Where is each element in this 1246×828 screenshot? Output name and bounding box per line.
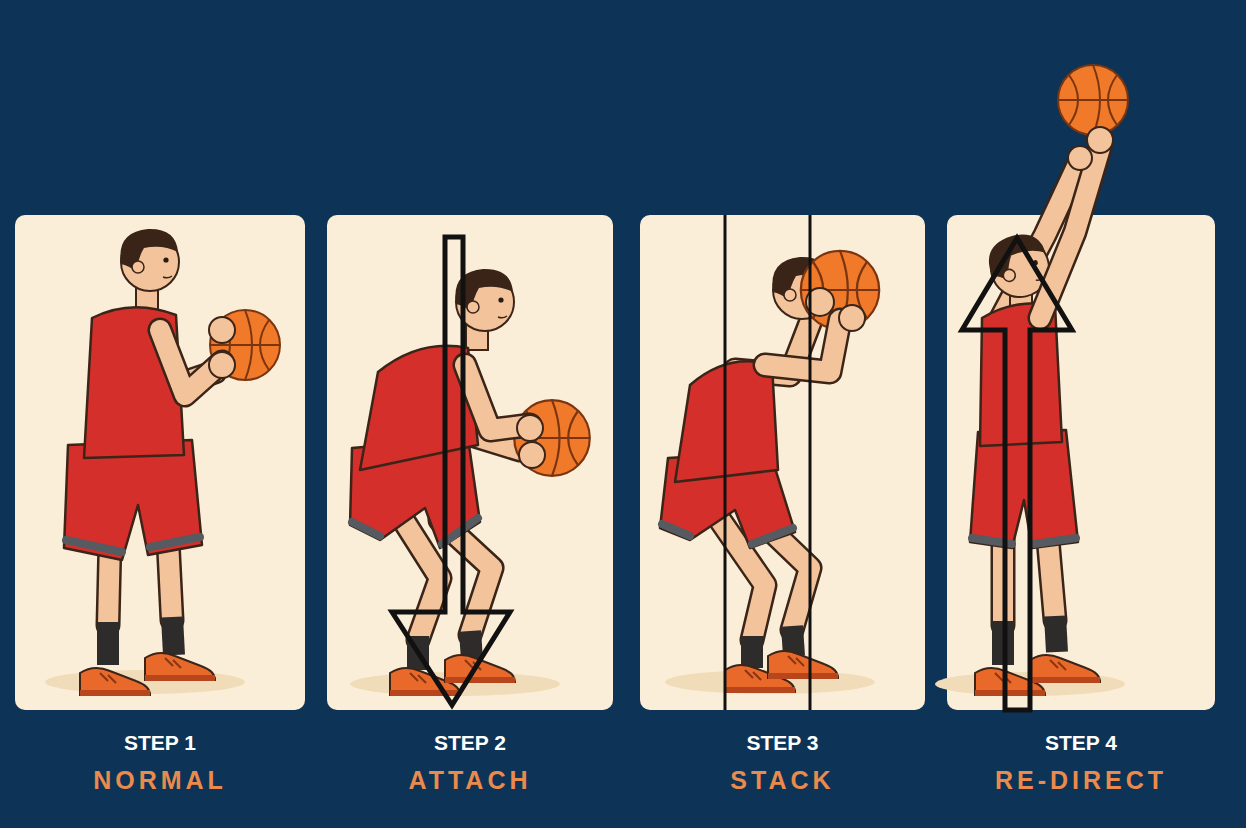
player-redirect (972, 538, 1076, 544)
step-number: STEP 2 (327, 730, 613, 756)
player-stack (765, 320, 840, 372)
player-normal (145, 653, 215, 681)
player-normal (45, 229, 280, 696)
player-attach (517, 415, 543, 441)
player-stack (741, 636, 763, 668)
player-stack (660, 215, 879, 710)
player-normal (209, 317, 235, 343)
player-redirect (935, 65, 1128, 710)
player-stack (662, 524, 793, 544)
step-name: RE-DIRECT (947, 764, 1215, 796)
step-number: STEP 4 (947, 730, 1215, 756)
player-normal (80, 668, 150, 696)
panels (640, 215, 925, 710)
player-redirect (1058, 65, 1128, 135)
step-label: STEP 4 RE-DIRECT (947, 730, 1215, 796)
step-label: STEP 2 ATTACH (327, 730, 613, 796)
player-redirect (1068, 146, 1092, 170)
player-redirect (1030, 655, 1100, 683)
step-name: ATTACH (327, 764, 613, 796)
step-number: STEP 3 (640, 730, 925, 756)
step-name: STACK (640, 764, 925, 796)
player-redirect (1087, 127, 1113, 153)
guide-line (724, 215, 727, 710)
player-redirect (970, 430, 1078, 548)
step-name: NORMAL (15, 764, 305, 796)
player-redirect (1048, 540, 1055, 620)
player-normal (172, 617, 174, 655)
down-arrow (392, 237, 510, 705)
step-number: STEP 1 (15, 730, 305, 756)
panels (15, 215, 1215, 710)
player-normal (210, 310, 280, 380)
player-stack (765, 320, 840, 372)
player-normal (120, 229, 179, 291)
up-arrow (962, 238, 1072, 710)
player-attach (514, 400, 590, 476)
player-stack (768, 651, 838, 679)
player-normal (97, 622, 119, 665)
step-label: STEP 1 NORMAL (15, 730, 305, 796)
player-redirect (1055, 616, 1057, 652)
panels (327, 215, 613, 710)
player-normal (66, 537, 200, 552)
panels (15, 215, 305, 710)
player-attach (350, 237, 590, 705)
step-label: STEP 3 STACK (640, 730, 925, 796)
player-attach (352, 518, 478, 544)
player-stack (839, 305, 865, 331)
guide-line (809, 215, 812, 710)
player-normal (209, 352, 235, 378)
panels (947, 215, 1215, 710)
player-attach (519, 442, 545, 468)
player-redirect (1048, 540, 1055, 620)
